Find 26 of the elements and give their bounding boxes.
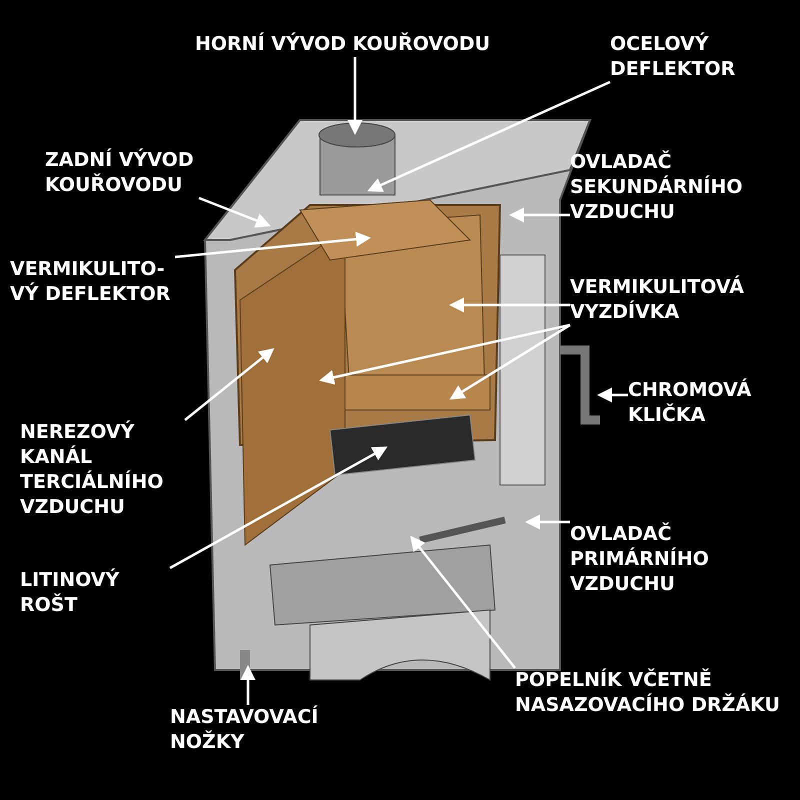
leader-line [319, 324, 570, 385]
part-label: NASTAVOVACÍ NOŽKY [170, 705, 370, 755]
part-label: HORNÍ VÝVOD KOUŘOVODU [195, 32, 575, 57]
leader-line [240, 665, 256, 705]
leader-line [184, 348, 274, 421]
part-label: LITINOVÝ ROŠT [20, 568, 170, 618]
leader-line [367, 80, 611, 192]
leader-line [174, 232, 371, 258]
part-label: VERMIKULITO-VÝ DEFLEKTOR [10, 257, 175, 307]
part-label: OCELOVÝ DEFLEKTOR [610, 32, 780, 82]
leader-line [198, 196, 271, 228]
leader-line [348, 57, 362, 135]
part-label: VERMIKULITOVÁ VYZDÍVKA [570, 275, 760, 325]
leader-line [509, 208, 570, 222]
part-label: OVLADAČ PRIMÁRNÍHO VZDUCHU [570, 522, 750, 597]
part-label: ZADNÍ VÝVOD KOUŘOVODU [45, 148, 199, 198]
leader-line [169, 446, 388, 570]
leader-line [449, 324, 571, 400]
leader-line [525, 514, 570, 530]
part-label: POPELNÍK VČETNĚ NASAZOVACÍHO DRŽÁKU [515, 668, 785, 718]
leader-line [449, 298, 570, 312]
leader-line [597, 388, 628, 402]
part-label: CHROMOVÁ KLIČKA [628, 378, 788, 428]
part-label: NEREZOVÝ KANÁL TERCIÁLNÍHO VZDUCHU [20, 420, 185, 520]
leader-line [410, 536, 516, 669]
part-label: OVLADAČ SEKUNDÁRNÍHO VZDUCHU [570, 150, 770, 225]
